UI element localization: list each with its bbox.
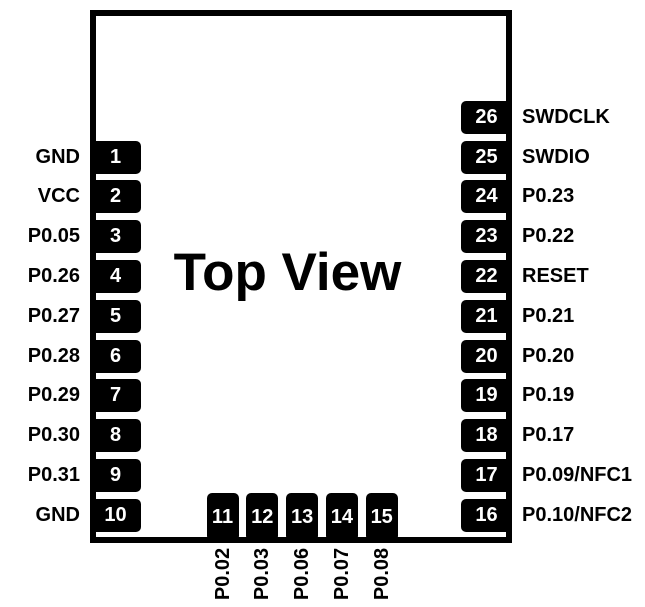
- pin-22-box: 22: [461, 259, 512, 293]
- pin-2-box: 2: [90, 180, 141, 214]
- pin-26-box: 26: [461, 100, 512, 134]
- pin-7-box: 7: [90, 379, 141, 413]
- pin-3-label: P0.05: [27, 225, 80, 248]
- pin-15-box: 15: [365, 493, 398, 541]
- pin-6-label: P0.28: [27, 344, 80, 367]
- pin-15-label: P0.08: [370, 547, 393, 601]
- pin-18-box: 18: [461, 419, 512, 453]
- pin-24-box: 24: [461, 180, 512, 214]
- pin-23-label: P0.22: [522, 225, 575, 248]
- pin-9-box: 9: [90, 458, 141, 492]
- pin-1-box: 1: [90, 140, 141, 174]
- pin-12-box: 12: [246, 493, 279, 541]
- pin-20-label: P0.20: [522, 344, 575, 367]
- pin-23-box: 23: [461, 220, 512, 254]
- pin-11-label: P0.02: [211, 547, 233, 601]
- pin-4-label: P0.26: [27, 264, 80, 287]
- pin-1-label: GND: [35, 145, 80, 168]
- pin-17-label: P0.09/NFC1: [522, 463, 633, 486]
- pin-2-label: VCC: [37, 185, 80, 208]
- pin-19-box: 19: [461, 379, 512, 413]
- pin-18-label: P0.17: [522, 424, 575, 447]
- pin-5-label: P0.27: [27, 304, 80, 327]
- pin-13-box: 13: [286, 493, 319, 541]
- pin-9-label: P0.31: [27, 463, 80, 486]
- pin-24-label: P0.23: [522, 185, 575, 208]
- pin-16-label: P0.10/NFC2: [522, 503, 633, 526]
- pin-6-box: 6: [90, 339, 141, 373]
- pin-13-label: P0.06: [290, 547, 313, 601]
- pin-10-label: GND: [35, 503, 80, 526]
- pin-20-box: 20: [461, 339, 512, 373]
- pin-7-label: P0.29: [27, 384, 80, 407]
- pin-22-label: RESET: [522, 264, 589, 287]
- diagram-title: Top View: [173, 243, 402, 302]
- pin-10-box: 10: [90, 498, 141, 532]
- pin-16-box: 16: [461, 498, 512, 532]
- module-outline: [90, 10, 512, 543]
- pin-4-box: 4: [90, 259, 141, 293]
- pin-3-box: 3: [90, 220, 141, 254]
- pin-14-label: P0.07: [330, 547, 353, 601]
- pin-8-label: P0.30: [27, 424, 80, 447]
- pin-11-box: 11: [206, 493, 239, 541]
- pin-25-label: SWDIO: [522, 145, 590, 168]
- pin-12-label: P0.03: [250, 547, 273, 601]
- pin-19-label: P0.19: [522, 384, 575, 407]
- pin-8-box: 8: [90, 419, 141, 453]
- pin-21-box: 21: [461, 299, 512, 333]
- pin-26-label: SWDCLK: [522, 105, 610, 128]
- pin-5-box: 5: [90, 299, 141, 333]
- pin-17-box: 17: [461, 458, 512, 492]
- pin-25-box: 25: [461, 140, 512, 174]
- pin-21-label: P0.21: [522, 304, 575, 327]
- pin-14-box: 14: [325, 493, 358, 541]
